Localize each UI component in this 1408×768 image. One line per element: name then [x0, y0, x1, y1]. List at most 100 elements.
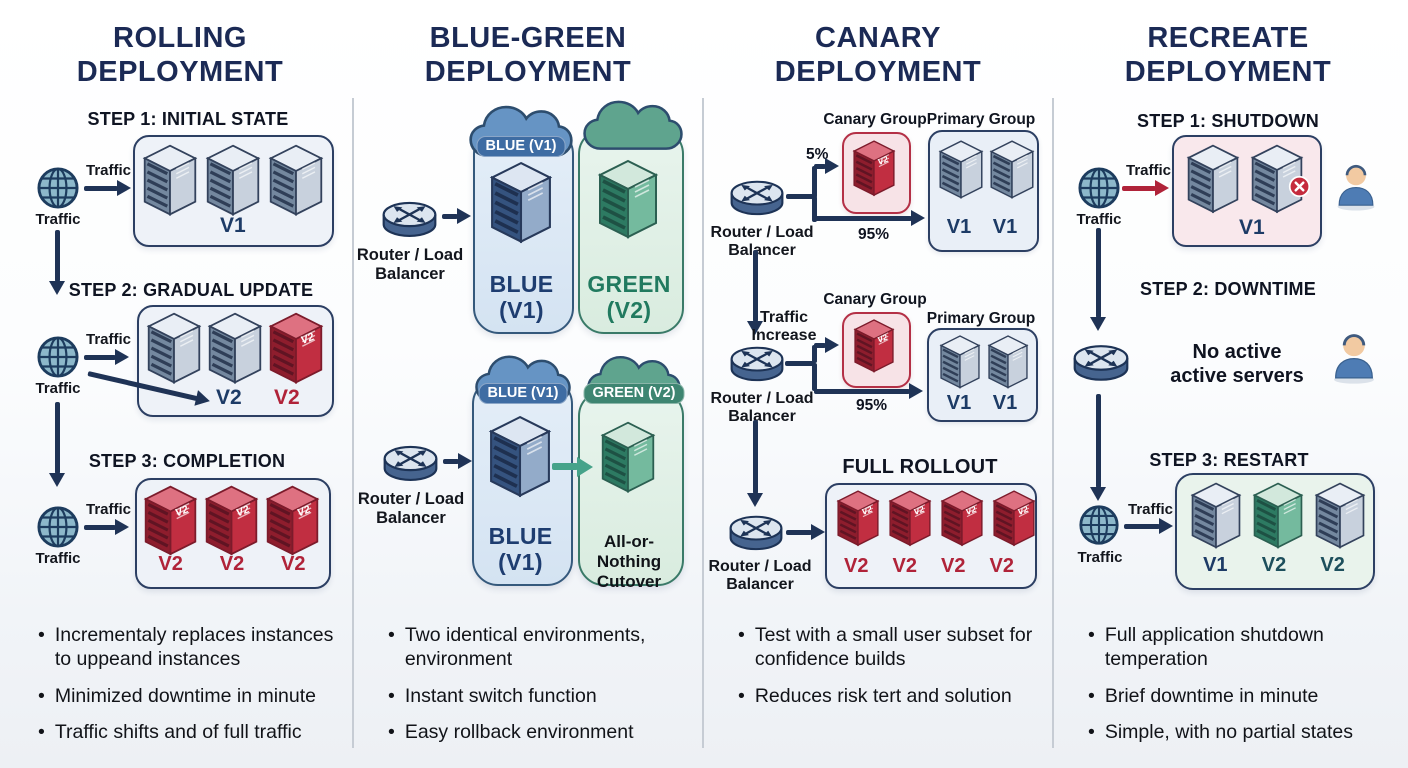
- globe-icon: [1078, 504, 1120, 546]
- router-label: Router / Load Balancer: [710, 390, 814, 426]
- svg-text:V2: V2: [299, 331, 316, 347]
- server-row: [939, 334, 1029, 390]
- router-icon: [382, 442, 439, 484]
- server-icon-v2: V2: [268, 311, 324, 385]
- version-label: V2: [216, 386, 242, 409]
- canary-group-label: Canary Group: [823, 111, 927, 128]
- server-row: [1186, 143, 1304, 214]
- down-arrow: [753, 420, 758, 494]
- server-icon: [1186, 143, 1240, 214]
- version-label: V2: [274, 386, 300, 409]
- elbow-segment: [785, 361, 815, 366]
- router-icon: [381, 198, 438, 240]
- down-arrow: [55, 230, 60, 282]
- server-icon-v2: V2: [853, 318, 895, 374]
- elbow-segment: [812, 166, 817, 198]
- svg-text:V2: V2: [876, 333, 889, 345]
- version-label: V2: [844, 555, 869, 577]
- person-icon: [1333, 155, 1379, 217]
- bluegreen-bullet-list: Two identical environments, environment …: [388, 624, 673, 745]
- traffic-source-label: Traffic: [1076, 211, 1122, 228]
- router-icon: [729, 343, 785, 384]
- router-label: Router / Load Balancer: [708, 558, 812, 594]
- server-icon: [205, 143, 261, 217]
- svg-text:V2: V2: [876, 154, 890, 167]
- cloud-blue-icon: BLUE (V1): [468, 100, 574, 160]
- canary-arrow: [814, 343, 826, 348]
- server-icon-v2: V2: [143, 484, 198, 557]
- server-icon: [488, 414, 552, 499]
- canary-bullet-list: Test with a small user subset for confid…: [738, 624, 1038, 708]
- primary-percent: 95%: [856, 397, 888, 414]
- globe-icon: [36, 505, 80, 549]
- svg-text:V2: V2: [1016, 504, 1030, 517]
- recreate-bullet-list: Full application shutdown temperation Br…: [1088, 624, 1388, 745]
- x-badge-icon: [1288, 175, 1311, 198]
- version-label: V1: [946, 216, 972, 238]
- server-icon-v2: V2: [204, 484, 259, 557]
- svg-text:V2: V2: [235, 503, 252, 519]
- router-arrow: [442, 214, 458, 219]
- globe-icon: [36, 166, 80, 210]
- router-arrow: [786, 530, 812, 535]
- traffic-source-label: Traffic: [35, 550, 81, 567]
- server-icon: [146, 311, 202, 385]
- traffic-arrow-label: Traffic: [86, 501, 132, 518]
- recreate-step2-heading: STEP 2: DOWNTIME: [1140, 279, 1316, 299]
- server-icon: [987, 334, 1029, 390]
- router-label: Router / Load Balancer: [357, 490, 465, 527]
- server-row: [142, 143, 324, 217]
- svg-text:V2: V2: [860, 504, 874, 517]
- server-icon-v2: V2: [265, 484, 320, 557]
- bullet-item: Minimized downtime in minute: [38, 685, 338, 709]
- server-icon: [938, 139, 984, 200]
- server-icon-v2: V2: [888, 489, 932, 547]
- svg-text:V2: V2: [912, 504, 926, 517]
- bullet-item: Brief downtime in minute: [1088, 685, 1388, 709]
- bullet-item: Traffic shifts and of full traffic: [38, 721, 338, 745]
- server-icon-v2: V2: [940, 489, 984, 547]
- router-icon: [729, 177, 785, 218]
- version-label-row: V2 V2 V2: [140, 553, 324, 576]
- cloud-label: GREEN (V2): [583, 383, 685, 404]
- server-icon: [939, 334, 981, 390]
- router-label: Router / Load Balancer: [710, 224, 814, 260]
- traffic-source-label: Traffic: [35, 211, 81, 228]
- version-label: V1: [946, 392, 972, 414]
- bullet-item: Simple, with no partial states: [1088, 721, 1388, 745]
- cloud-blue-icon: BLUE (V1): [474, 349, 572, 407]
- primary-group-label: Primary Group: [926, 310, 1036, 327]
- column-divider: [352, 98, 354, 748]
- traffic-arrow-label: Traffic: [1126, 162, 1172, 179]
- version-label: V1: [1239, 216, 1265, 239]
- router-arrow: [443, 459, 459, 464]
- server-icon: [142, 143, 198, 217]
- cutover-arrow: [552, 463, 578, 470]
- traffic-source-label: Traffic: [35, 380, 81, 397]
- version-label: V2: [219, 553, 245, 575]
- recreate-step1-heading: STEP 1: SHUTDOWN: [1137, 111, 1319, 131]
- version-label: V2: [989, 555, 1014, 577]
- globe-icon: [36, 335, 80, 379]
- globe-icon: [1077, 166, 1121, 210]
- traffic-arrow: [84, 355, 116, 360]
- bullet-item: Instant switch function: [388, 685, 673, 709]
- version-label: V2: [281, 553, 306, 575]
- elbow-segment: [812, 363, 817, 391]
- version-label: V2: [158, 553, 183, 575]
- server-icon: [597, 158, 659, 240]
- router-label: Router / Load Balancer: [356, 246, 464, 283]
- elbow-segment: [786, 194, 816, 199]
- svg-text:V2: V2: [964, 504, 978, 517]
- server-row: V2: [146, 311, 324, 385]
- version-label: V1: [992, 392, 1018, 414]
- traffic-arrow-label: Traffic: [86, 331, 132, 348]
- traffic-arrow-label: Traffic: [1128, 501, 1174, 518]
- canary-group-label: Canary Group: [823, 291, 927, 308]
- elbow-segment: [812, 345, 817, 363]
- server-row: [1190, 481, 1366, 550]
- rolling-title: ROLLING DEPLOYMENT: [76, 22, 284, 88]
- server-icon: [1314, 481, 1366, 550]
- traffic-arrow: [84, 186, 118, 191]
- down-arrow: [1096, 228, 1101, 318]
